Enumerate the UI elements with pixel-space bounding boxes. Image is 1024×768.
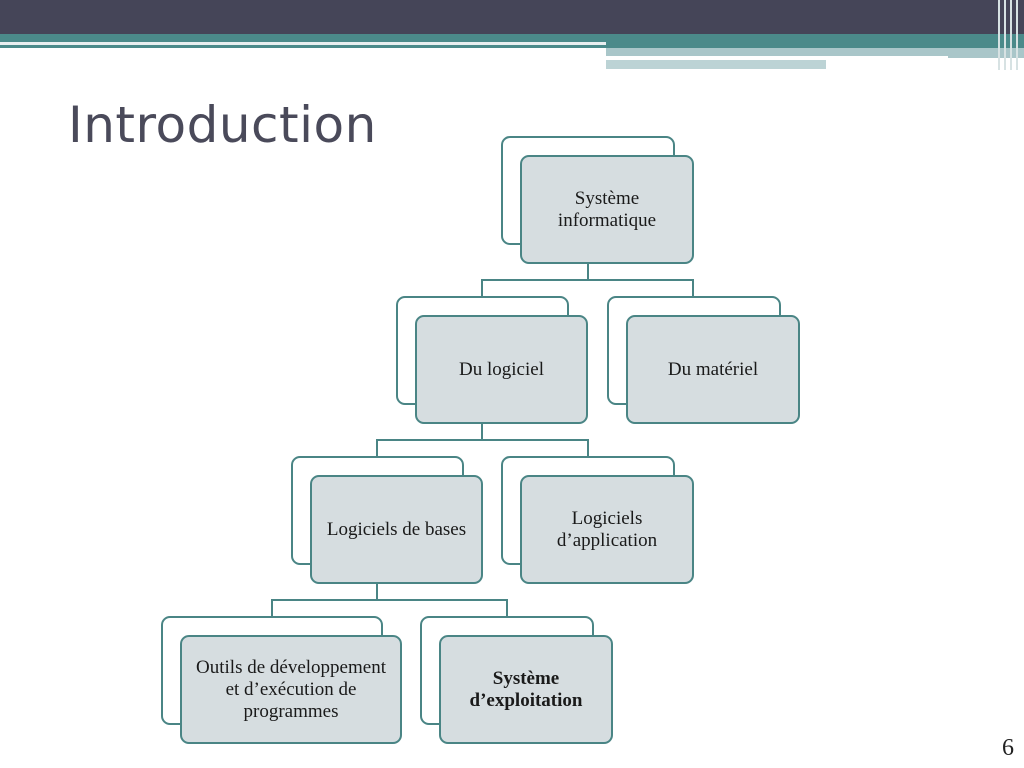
node-label: Système informatique: [520, 155, 694, 264]
connector-bases-right: [377, 599, 508, 616]
connector-logiciel-right: [482, 439, 589, 456]
node-label: Du logiciel: [415, 315, 588, 424]
header-accent-line: [0, 42, 606, 45]
connector-logiciel: [376, 424, 483, 456]
header-edge-lines: [994, 0, 1024, 70]
node-logiciels-application: Logiciels d’application: [501, 456, 694, 584]
node-label: Logiciels de bases: [310, 475, 483, 584]
node-label: Outils de développement et d’exécution d…: [180, 635, 402, 744]
header-accent-gap: [606, 56, 948, 59]
slide-title: Introduction: [68, 96, 377, 154]
node-systeme-exploitation: Système d’exploitation: [420, 616, 613, 744]
connector-root-right: [588, 279, 694, 297]
header-band-dark: [0, 0, 1024, 34]
node-du-materiel: Du matériel: [607, 296, 800, 424]
page-number: 6: [1002, 735, 1014, 761]
node-du-logiciel: Du logiciel: [396, 296, 588, 424]
node-systeme-informatique: Système informatique: [501, 136, 694, 264]
node-label: Du matériel: [626, 315, 800, 424]
node-label: Logiciels d’application: [520, 475, 694, 584]
header-accent-bar-short: [606, 60, 826, 69]
connector-root: [481, 264, 589, 297]
node-outils-developpement: Outils de développement et d’exécution d…: [161, 616, 402, 744]
node-label: Système d’exploitation: [439, 635, 613, 744]
header-accent-bar: [606, 48, 1024, 58]
connector-bases: [271, 584, 378, 616]
node-logiciels-de-bases: Logiciels de bases: [291, 456, 483, 584]
